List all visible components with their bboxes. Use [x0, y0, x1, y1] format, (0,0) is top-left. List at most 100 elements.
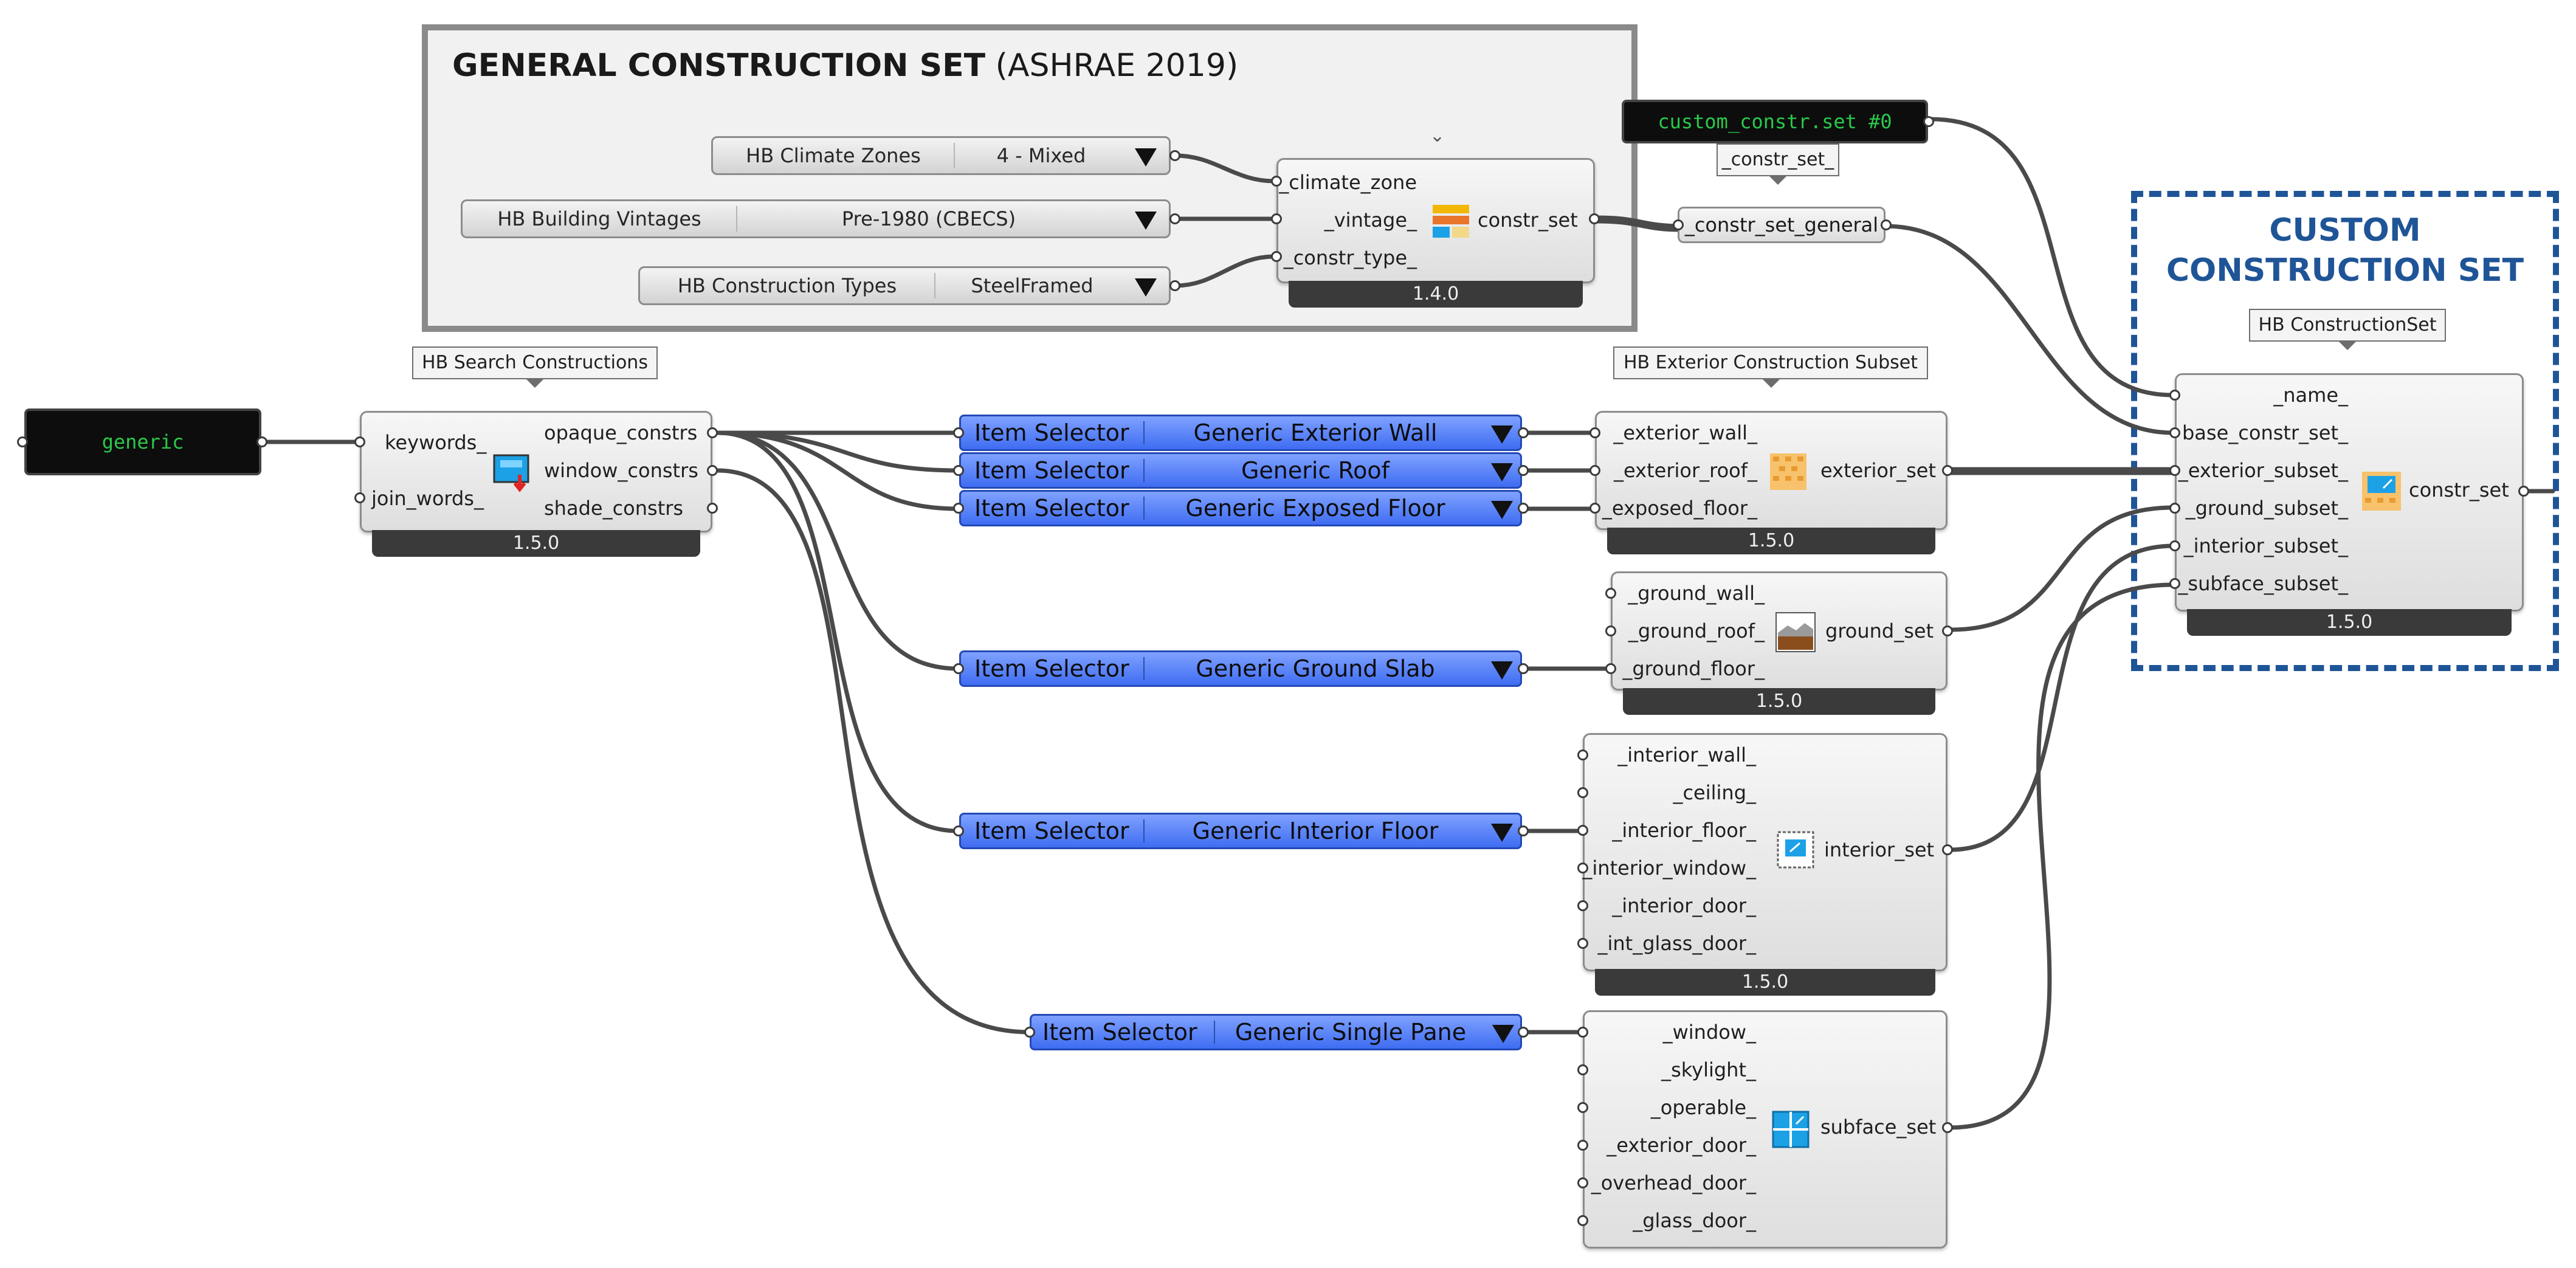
- construction-types-output-port[interactable]: [1169, 280, 1180, 291]
- exterior-subset-node[interactable]: _exterior_wall_ _exterior_roof_ _exposed…: [1595, 411, 1947, 530]
- vintage-input-port[interactable]: [1271, 213, 1282, 224]
- selector-input-port[interactable]: [953, 503, 964, 514]
- climate-zone-input-label: _climate_zone: [1279, 171, 1417, 194]
- base-constr-set-input-port[interactable]: [2169, 427, 2180, 438]
- constr-set-general-relay-input[interactable]: [1673, 219, 1684, 230]
- skylight-input-port[interactable]: [1577, 1064, 1588, 1075]
- item-selector-dropdown-icon[interactable]: [1491, 463, 1513, 481]
- item-selector-value[interactable]: Generic Ground Slab: [1196, 655, 1435, 682]
- ceiling-input-port[interactable]: [1577, 787, 1588, 798]
- item-selector-value[interactable]: Generic Single Pane: [1235, 1019, 1467, 1046]
- item-selector-single-pane[interactable]: Item Selector Generic Single Pane: [1030, 1014, 1522, 1050]
- window-constrs-output-port[interactable]: [707, 465, 718, 476]
- keywords-input-port[interactable]: [354, 436, 365, 447]
- climate-zones-value[interactable]: 4 - Mixed: [996, 144, 1086, 167]
- constr-set-general-relay-output[interactable]: [1881, 219, 1892, 230]
- ground-subset-input-port[interactable]: [2169, 503, 2180, 514]
- construction-set-node[interactable]: _climate_zone _vintage_ _constr_type_ co…: [1276, 158, 1595, 283]
- item-selector-interior-floor[interactable]: Item Selector Generic Interior Floor: [959, 813, 1522, 849]
- item-selector-value[interactable]: Generic Exterior Wall: [1193, 419, 1438, 446]
- constr-type-input-port[interactable]: [1271, 251, 1282, 262]
- interior-door-input-port[interactable]: [1577, 900, 1588, 911]
- item-selector-separator: [1143, 421, 1145, 444]
- ground-subset-node[interactable]: _ground_wall_ _ground_roof_ _ground_floo…: [1611, 571, 1947, 691]
- opaque-constrs-output-port[interactable]: [707, 427, 718, 438]
- search-panel-output-port[interactable]: [257, 436, 267, 447]
- interior-floor-input-port[interactable]: [1577, 825, 1588, 836]
- exterior-roof-input-port[interactable]: [1589, 465, 1600, 476]
- interior-subset-input-port[interactable]: [2169, 540, 2180, 551]
- selector-input-port[interactable]: [953, 825, 964, 836]
- building-vintages-value-list[interactable]: HB Building Vintages Pre-1980 (CBECS): [461, 199, 1171, 238]
- selector-input-port[interactable]: [953, 663, 964, 674]
- custom-group-title-line2: CONSTRUCTION SET: [2166, 252, 2524, 289]
- selector-input-port[interactable]: [953, 427, 964, 438]
- construction-set-output-port[interactable]: [1589, 213, 1600, 224]
- interior-wall-input-port[interactable]: [1577, 749, 1588, 760]
- ground-floor-input-port[interactable]: [1605, 663, 1616, 674]
- item-selector-roof[interactable]: Item Selector Generic Roof: [959, 452, 1522, 489]
- climate-zones-output-port[interactable]: [1169, 150, 1180, 161]
- subface-subset-input-port[interactable]: [2169, 578, 2180, 589]
- item-selector-exposed-floor[interactable]: Item Selector Generic Exposed Floor: [959, 490, 1522, 526]
- climate-zones-dropdown-icon[interactable]: [1135, 148, 1157, 167]
- exterior-wall-input-port[interactable]: [1589, 427, 1600, 438]
- item-selector-dropdown-icon[interactable]: [1491, 661, 1513, 680]
- join-words-input-port[interactable]: [354, 492, 365, 503]
- item-selector-dropdown-icon[interactable]: [1492, 1025, 1514, 1043]
- item-selector-dropdown-icon[interactable]: [1491, 501, 1513, 519]
- int-glass-door-input-port[interactable]: [1577, 938, 1588, 949]
- item-selector-value[interactable]: Generic Interior Floor: [1192, 818, 1439, 844]
- climate-zones-value-list[interactable]: HB Climate Zones 4 - Mixed: [711, 136, 1171, 175]
- item-selector-value[interactable]: Generic Exposed Floor: [1185, 495, 1445, 522]
- building-vintages-value[interactable]: Pre-1980 (CBECS): [841, 207, 1016, 230]
- interior-window-input-port[interactable]: [1577, 863, 1588, 873]
- selector-output-port[interactable]: [1518, 503, 1529, 514]
- construction-types-value[interactable]: SteelFramed: [971, 274, 1093, 297]
- item-selector-value[interactable]: Generic Roof: [1241, 457, 1390, 484]
- climate-zone-input-port[interactable]: [1271, 176, 1282, 187]
- building-vintages-dropdown-icon[interactable]: [1135, 212, 1157, 230]
- ground-set-output-port[interactable]: [1942, 625, 1953, 636]
- interior-subset-node[interactable]: _interior_wall_ _ceiling_ _interior_floo…: [1582, 733, 1947, 971]
- subface-set-output-port[interactable]: [1942, 1122, 1953, 1133]
- search-panel-input-port[interactable]: [17, 436, 28, 447]
- search-constructions-node[interactable]: keywords_ join_words_ opaque_constrs win…: [360, 411, 712, 532]
- subface-subset-node[interactable]: _window_ _skylight_ _operable_ _exterior…: [1583, 1010, 1947, 1249]
- interior-floor-input-label: _interior_floor_: [1612, 819, 1756, 842]
- building-vintages-output-port[interactable]: [1169, 213, 1180, 224]
- exposed-floor-input-port[interactable]: [1589, 503, 1600, 514]
- selector-output-port[interactable]: [1518, 1027, 1529, 1038]
- exterior-subset-input-port[interactable]: [2169, 465, 2180, 476]
- constr-set-final-output-port[interactable]: [2518, 486, 2529, 497]
- selector-input-port[interactable]: [1024, 1027, 1035, 1038]
- item-selector-ground-slab[interactable]: Item Selector Generic Ground Slab: [959, 650, 1522, 687]
- selector-output-port[interactable]: [1518, 663, 1529, 674]
- item-selector-exterior-wall[interactable]: Item Selector Generic Exterior Wall: [959, 415, 1522, 451]
- exterior-set-output-port[interactable]: [1942, 465, 1953, 476]
- item-selector-dropdown-icon[interactable]: [1491, 824, 1513, 842]
- name-input-port[interactable]: [2169, 390, 2180, 401]
- selector-output-port[interactable]: [1518, 825, 1529, 836]
- interior-set-output-port[interactable]: [1942, 844, 1953, 855]
- window-input-port[interactable]: [1577, 1027, 1588, 1038]
- glass-door-input-port[interactable]: [1577, 1215, 1588, 1226]
- custom-constr-set-panel[interactable]: custom_constr.set #0: [1622, 100, 1928, 143]
- item-selector-dropdown-icon[interactable]: [1491, 426, 1513, 444]
- exterior-door-input-port[interactable]: [1577, 1140, 1588, 1151]
- overhead-door-input-port[interactable]: [1577, 1177, 1588, 1188]
- construction-types-dropdown-icon[interactable]: [1135, 278, 1157, 297]
- shade-constrs-output-port[interactable]: [707, 503, 718, 514]
- selector-output-port[interactable]: [1518, 427, 1529, 438]
- search-keyword-panel[interactable]: generic: [24, 408, 261, 475]
- constructionset-node[interactable]: _name_ base_constr_set_ _exterior_subset…: [2175, 373, 2524, 612]
- construction-types-value-list[interactable]: HB Construction Types SteelFramed: [638, 266, 1171, 305]
- custom-panel-output-port[interactable]: [1923, 116, 1934, 127]
- selector-input-port[interactable]: [953, 465, 964, 476]
- constr-set-general-relay[interactable]: _constr_set_general: [1678, 207, 1886, 243]
- operable-input-port[interactable]: [1577, 1102, 1588, 1113]
- construction-set-expand-icon[interactable]: ⌄: [1430, 125, 1445, 146]
- ground-roof-input-port[interactable]: [1605, 625, 1616, 636]
- ground-wall-input-port[interactable]: [1605, 588, 1616, 599]
- selector-output-port[interactable]: [1518, 465, 1529, 476]
